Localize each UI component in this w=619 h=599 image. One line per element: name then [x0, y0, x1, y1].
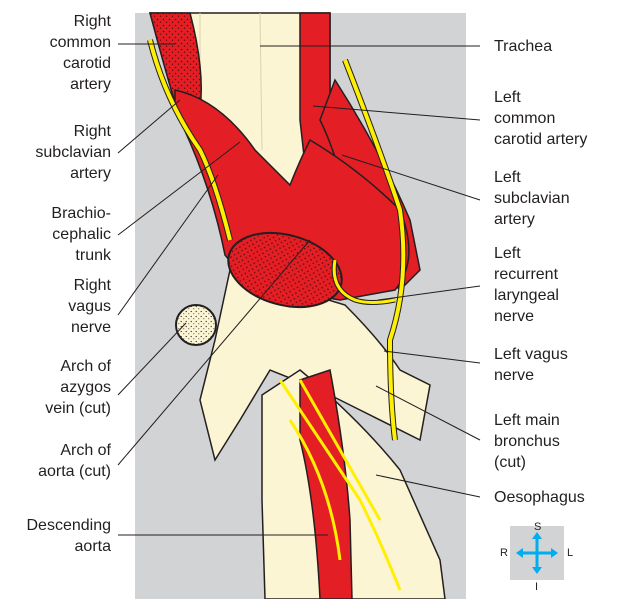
label-left-main-bronchus: Left main bronchus (cut)	[494, 410, 560, 473]
label-arch-of-aorta: Arch of aorta (cut)	[38, 440, 111, 482]
compass-left: L	[567, 548, 573, 559]
label-left-recurrent-laryngeal-nerve: Left recurrent laryngeal nerve	[494, 243, 559, 327]
label-descending-aorta: Descending aorta	[27, 515, 112, 557]
azygos-cut	[176, 305, 216, 345]
orientation-compass: S I R L	[510, 526, 564, 580]
label-trachea: Trachea	[494, 36, 552, 57]
label-brachiocephalic-trunk: Brachio- cephalic trunk	[51, 203, 111, 266]
compass-right: R	[500, 548, 508, 559]
compass-graphic	[510, 526, 564, 580]
compass-superior: S	[534, 522, 541, 533]
label-arch-of-azygos-vein: Arch of azygos vein (cut)	[45, 356, 111, 419]
label-right-vagus-nerve: Right vagus nerve	[68, 275, 111, 338]
label-left-common-carotid-artery: Left common carotid artery	[494, 87, 587, 150]
label-left-subclavian-artery: Left subclavian artery	[494, 167, 570, 230]
label-right-common-carotid-artery: Right common carotid artery	[50, 11, 111, 95]
label-right-subclavian-artery: Right subclavian artery	[35, 121, 111, 184]
label-oesophagus: Oesophagus	[494, 487, 585, 508]
label-left-vagus-nerve: Left vagus nerve	[494, 344, 568, 386]
compass-inferior: I	[535, 582, 538, 593]
